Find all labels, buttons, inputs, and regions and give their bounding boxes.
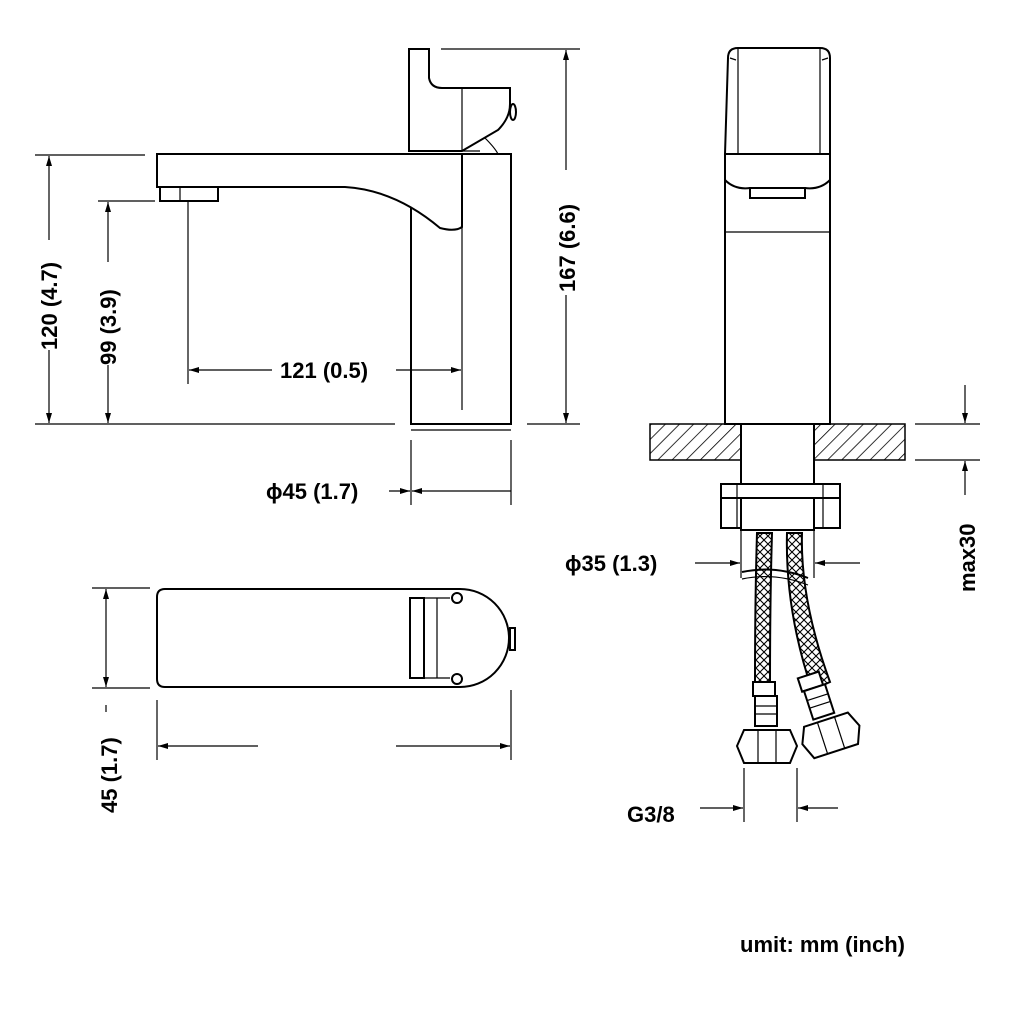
aerator: [159, 186, 219, 202]
dim-base-diameter: ϕ45 (1.7): [266, 479, 358, 504]
dim-deck-thickness: max30: [955, 523, 980, 592]
hex-nut-right: [801, 711, 861, 760]
front-handle: [723, 47, 831, 155]
top-view-handle: [409, 597, 425, 679]
dim-top-width: 45 (1.7): [97, 737, 122, 813]
hex-nut-left: [735, 729, 799, 764]
deck-right: [813, 423, 906, 461]
dim-spout-height: 99 (3.9): [96, 289, 121, 365]
shank: [740, 423, 815, 485]
dim-connection-thread: G3/8: [627, 802, 675, 827]
side-view: 120 (4.7) 99 (3.9) 121 (0.5) 167 (6.6) ϕ…: [35, 48, 580, 505]
top-view: 45 (1.7): [92, 587, 516, 813]
lock-nut: [720, 483, 841, 499]
handle: [408, 48, 511, 152]
front-view: max30 ϕ35 (1.3) G3/8: [565, 47, 980, 827]
unit-note: umit: mm (inch): [740, 932, 905, 957]
hose-right: [785, 532, 832, 692]
hose-left: [753, 532, 774, 683]
dim-shank-diameter: ϕ35 (1.3): [565, 551, 657, 576]
deck-left: [649, 423, 742, 461]
dim-overall-height: 167 (6.6): [555, 204, 580, 292]
dim-spout-reach: 121 (0.5): [280, 358, 368, 383]
spout: [156, 153, 463, 231]
dim-total-height: 120 (4.7): [37, 262, 62, 350]
